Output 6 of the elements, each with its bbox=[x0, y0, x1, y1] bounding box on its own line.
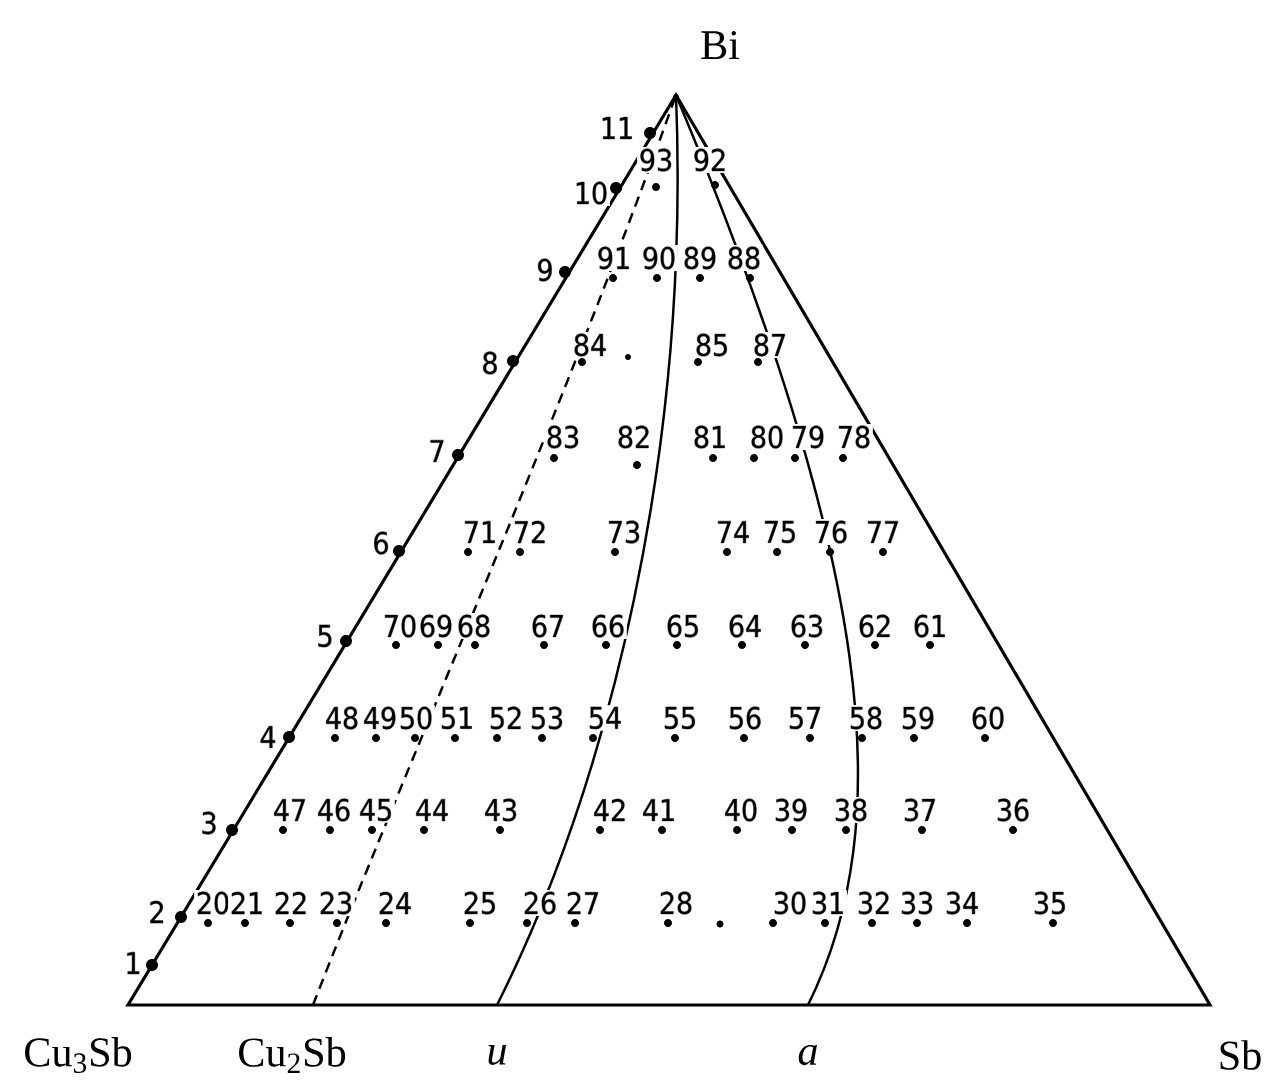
component-label: Bi bbox=[701, 31, 740, 59]
component-label: Cu$_{3}$Sb bbox=[25, 1036, 132, 1074]
component-label: Cu$_{2}$Sb bbox=[239, 1037, 346, 1073]
phase-label: a bbox=[798, 1044, 817, 1066]
phase-label: u bbox=[488, 1045, 507, 1065]
component-label: Sb bbox=[1220, 1040, 1261, 1070]
